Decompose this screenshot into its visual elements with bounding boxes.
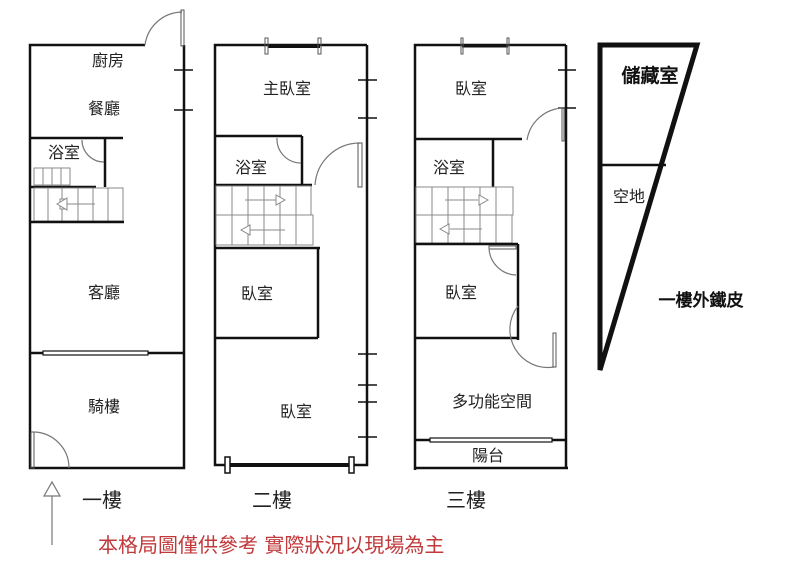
room-label-bedroom: 臥室 (241, 284, 273, 303)
room-label-bedroom: 臥室 (280, 402, 312, 421)
room-label-multipurpose: 多功能空間 (452, 392, 532, 411)
window-post (224, 456, 231, 474)
window-post (460, 37, 464, 55)
annex-plan: 儲藏室 空地 一樓外鐵皮 (597, 42, 744, 371)
sliding-door (429, 437, 553, 443)
annex-outline (597, 42, 701, 371)
floor-3-plan: 臥室 浴室 臥室 多功能空間 陽台 (413, 37, 576, 470)
door-leaf (561, 107, 565, 142)
floor-2-plan: 主臥室 浴室 臥室 臥室 (213, 37, 377, 474)
room-label-living: 客廳 (88, 283, 120, 302)
window-post (264, 37, 269, 55)
door-leaf (30, 431, 35, 469)
room-label-open-space: 空地 (613, 187, 645, 206)
door-leaf (357, 142, 363, 188)
room-label-master-bedroom: 主臥室 (263, 79, 311, 98)
room-label-dining: 餐廳 (88, 99, 120, 118)
room-label-storage: 儲藏室 (621, 64, 678, 87)
floor-1-title: 一樓 (82, 488, 122, 512)
room-label-bathroom: 浴室 (433, 158, 465, 177)
sliding-door (42, 350, 149, 356)
room-label-bathroom: 浴室 (48, 143, 80, 162)
room-label-bedroom: 臥室 (455, 79, 487, 98)
north-arrow-icon (42, 480, 62, 545)
disclaimer-text: 本格局圖僅供參考 實際狀況以現場為主 (98, 533, 444, 557)
door-leaf (180, 9, 185, 47)
room-label-bedroom: 臥室 (445, 283, 477, 302)
room-label-balcony: 陽台 (472, 446, 504, 465)
door-swing-icon (488, 247, 517, 276)
small-stair-icon (33, 167, 71, 186)
floor-1-outer-wall (28, 43, 186, 470)
door-leaf (488, 245, 517, 250)
window-post (506, 37, 510, 55)
door-swing-icon (276, 137, 302, 164)
door-swing-icon (314, 142, 361, 186)
door-swing-icon (144, 11, 183, 46)
floor-2-outer-wall (213, 43, 369, 467)
room-label-bathroom: 浴室 (235, 158, 267, 177)
staircase-icon (33, 187, 124, 222)
annex-caption: 一樓外鐵皮 (659, 290, 744, 311)
door-swing-icon (509, 305, 555, 369)
room-label-kitchen: 廚房 (92, 51, 124, 70)
door-swing-icon (81, 139, 105, 163)
door-swing-icon (32, 431, 70, 469)
staircase-icon (415, 186, 514, 244)
door-swing-icon (526, 107, 564, 141)
window-post (317, 37, 322, 55)
floor-2-title: 二樓 (252, 488, 292, 512)
room-label-arcade: 騎樓 (88, 397, 120, 416)
floor-1-plan: 廚房 餐廳 浴室 客廳 騎樓 (28, 9, 193, 470)
floor-3-outer-wall (413, 43, 566, 470)
staircase-icon (215, 185, 314, 246)
window-post (348, 456, 355, 474)
door-leaf (552, 332, 557, 368)
floor-3-title: 三樓 (446, 488, 486, 512)
